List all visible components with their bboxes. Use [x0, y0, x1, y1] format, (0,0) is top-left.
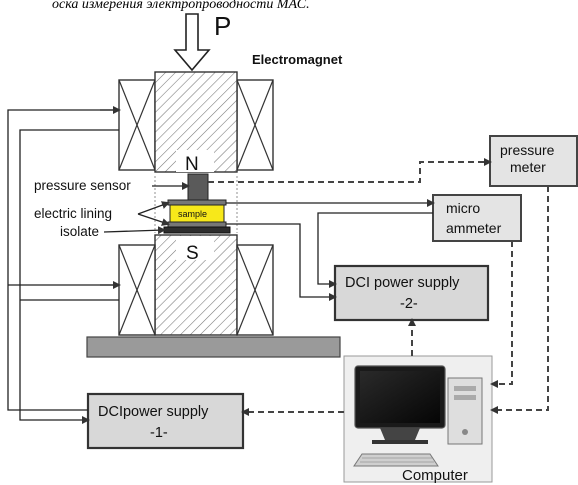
pressure-meter-line2: meter: [510, 159, 546, 175]
north-pole-label: N: [185, 154, 199, 175]
dci-power-supply-1-line2: -1-: [150, 425, 168, 441]
sample-label: sample: [178, 209, 207, 219]
south-pole-label: S: [186, 243, 199, 264]
north-pole-piece: [176, 150, 214, 172]
lower-coil-right: [236, 244, 274, 336]
dci-power-supply-2-line2: -2-: [400, 296, 418, 312]
south-pole-piece: [176, 236, 214, 260]
pressure-sensor: [187, 173, 209, 201]
micro-ammeter-box: micro ammeter: [432, 194, 522, 242]
micro-ammeter-line1: micro: [446, 200, 480, 216]
electromagnet-label: Electromagnet: [252, 52, 343, 67]
computer-label: Computer: [402, 467, 468, 484]
pressure-meter-line1: pressure: [500, 142, 555, 158]
dci-power-supply-2-box: DCI power supply -2-: [333, 264, 490, 322]
base-plate: [86, 336, 341, 358]
force-label: P: [214, 11, 231, 41]
electric-lining-label: electric lining: [34, 206, 112, 221]
dci-power-supply-2-line1: DCI power supply: [345, 275, 460, 291]
keyboard: [353, 453, 439, 467]
upper-coil-right: [236, 79, 274, 171]
wiring-dashed: [208, 158, 549, 416]
header-caption: оска измерения электропроводности МАС.: [52, 0, 310, 12]
isolate-layer: [163, 226, 231, 234]
dci-power-supply-1-line1: DCIpower supply: [98, 404, 209, 420]
electric-lining-top: [167, 199, 227, 206]
wiring-solid: [7, 106, 435, 424]
force-arrow: [173, 13, 211, 72]
electric-lining-bottom: [167, 221, 227, 228]
pressure-meter-box: pressure meter: [489, 135, 578, 187]
micro-ammeter-line2: ammeter: [446, 220, 502, 236]
isolate-label: isolate: [60, 224, 99, 239]
computer-panel: Computer: [343, 355, 493, 484]
lower-coil-left: [118, 244, 156, 336]
pressure-sensor-label: pressure sensor: [34, 178, 131, 193]
dci-power-supply-1-box: DCIpower supply -1-: [86, 392, 245, 450]
upper-coil-left: [118, 79, 156, 171]
